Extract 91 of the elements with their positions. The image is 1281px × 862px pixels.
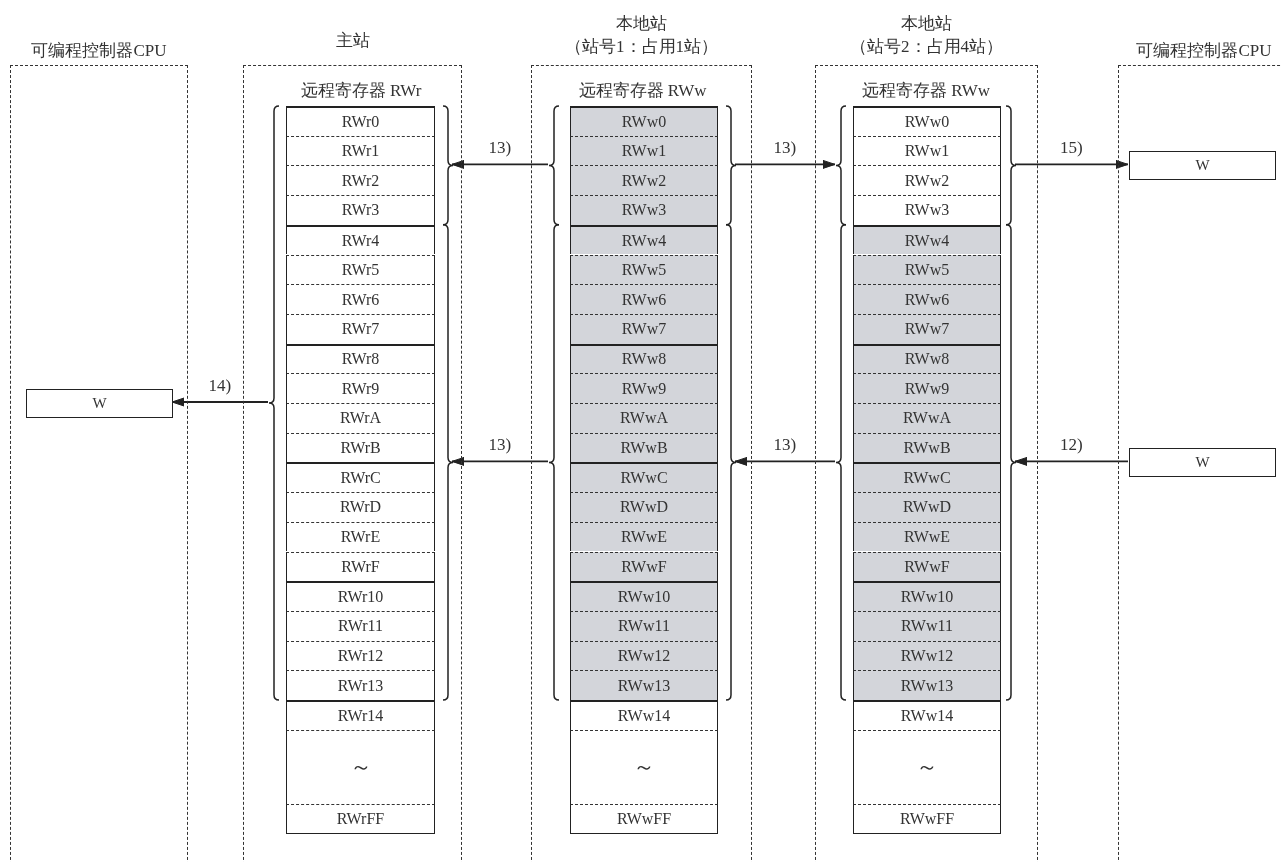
register-cell: RWw1 [853, 135, 1001, 166]
table-heading: 远程寄存器 RWr [299, 80, 423, 102]
edge-label: 15) [1058, 138, 1085, 159]
register-cell: RWw4 [570, 224, 718, 255]
arrow [171, 397, 269, 407]
register-cell: RWrD [286, 492, 435, 522]
register-cell: RWw11 [853, 610, 1001, 641]
register-cell: RWr10 [286, 581, 435, 611]
register-cell: RWwFF [570, 803, 718, 834]
register-cell: RWr13 [286, 670, 435, 700]
data-box: W [26, 389, 173, 418]
register-cell: RWr5 [286, 254, 435, 285]
register-cell: RWrFF [286, 803, 435, 834]
arrow [1014, 159, 1129, 169]
register-cell: RWw10 [853, 581, 1001, 611]
register-cell: RWw13 [853, 670, 1001, 700]
register-cell: RWw7 [570, 313, 718, 344]
panel-heading: 本地站 [900, 13, 953, 35]
register-cell: RWrB [286, 432, 435, 463]
register-cell: RWw0 [853, 106, 1001, 136]
register-cell: RWwE [853, 521, 1001, 552]
register-cell: RWw9 [570, 373, 718, 403]
register-cell: RWw11 [570, 610, 718, 641]
register-cell: ～ [853, 729, 1001, 804]
register-cell: RWr14 [286, 700, 435, 730]
register-cell: RWwFF [853, 803, 1001, 834]
register-cell: RWrF [286, 551, 435, 582]
register-cell: RWr1 [286, 135, 435, 166]
register-cell: RWwA [570, 403, 718, 433]
register-cell: RWrC [286, 462, 435, 493]
register-cell: RWw2 [853, 165, 1001, 196]
register-cell: RWr3 [286, 195, 435, 225]
register-cell: RWw1 [570, 135, 718, 166]
register-cell: RWrA [286, 403, 435, 433]
arrow [734, 456, 836, 466]
register-cell: RWwA [853, 403, 1001, 433]
panel-heading: 可编程控制器CPU [30, 40, 168, 62]
register-cell: ～ [286, 729, 435, 804]
edge-label: 12) [1058, 435, 1085, 456]
register-cell: RWw8 [570, 343, 718, 374]
data-box: W [1129, 448, 1276, 477]
panel-heading: （站号2：占用4站） [849, 36, 1004, 58]
register-cell: RWw0 [570, 106, 718, 136]
register-cell: RWw4 [853, 224, 1001, 255]
register-cell: RWw3 [853, 195, 1001, 225]
register-cell: RWw14 [570, 700, 718, 730]
register-cell: RWr7 [286, 313, 435, 344]
register-cell: RWr6 [286, 284, 435, 314]
table-heading: 远程寄存器 RWw [861, 80, 991, 102]
panel-heading: 本地站 [615, 13, 668, 35]
register-cell: RWwE [570, 521, 718, 552]
arrow [451, 456, 549, 466]
register-cell: RWr8 [286, 343, 435, 374]
register-cell: RWw12 [853, 640, 1001, 671]
register-cell: RWw8 [853, 343, 1001, 374]
register-cell: RWw12 [570, 640, 718, 671]
register-cell: RWw13 [570, 670, 718, 700]
register-cell: RWr4 [286, 224, 435, 255]
register-cell: RWwD [570, 492, 718, 522]
register-cell: RWwF [853, 551, 1001, 582]
register-cell: RWr2 [286, 165, 435, 196]
panel-heading: （站号1：占用1站） [564, 36, 719, 58]
register-cell: RWw9 [853, 373, 1001, 403]
register-cell: RWwD [853, 492, 1001, 522]
register-cell: RWw2 [570, 165, 718, 196]
register-cell: RWr11 [286, 610, 435, 641]
panel-heading: 可编程控制器CPU [1135, 40, 1273, 62]
register-cell: RWw6 [853, 284, 1001, 314]
register-cell: RWwC [853, 462, 1001, 493]
register-cell: RWwB [853, 432, 1001, 463]
register-cell: RWr0 [286, 106, 435, 136]
register-cell: RWwC [570, 462, 718, 493]
register-cell: RWrE [286, 521, 435, 552]
panel-heading: 主站 [334, 30, 371, 52]
register-cell: RWwF [570, 551, 718, 582]
arrow [734, 159, 836, 169]
register-cell: RWw6 [570, 284, 718, 314]
register-cell: RWwB [570, 432, 718, 463]
register-cell: RWr9 [286, 373, 435, 403]
arrow [451, 159, 549, 169]
register-cell: ～ [570, 729, 718, 804]
arrow [1014, 456, 1129, 466]
data-box: W [1129, 151, 1276, 180]
register-cell: RWr12 [286, 640, 435, 671]
register-cell: RWw3 [570, 195, 718, 225]
table-heading: 远程寄存器 RWw [577, 80, 708, 102]
register-cell: RWw5 [570, 254, 718, 285]
register-cell: RWw14 [853, 700, 1001, 730]
register-cell: RWw7 [853, 313, 1001, 344]
register-cell: RWw10 [570, 581, 718, 611]
register-cell: RWw5 [853, 254, 1001, 285]
